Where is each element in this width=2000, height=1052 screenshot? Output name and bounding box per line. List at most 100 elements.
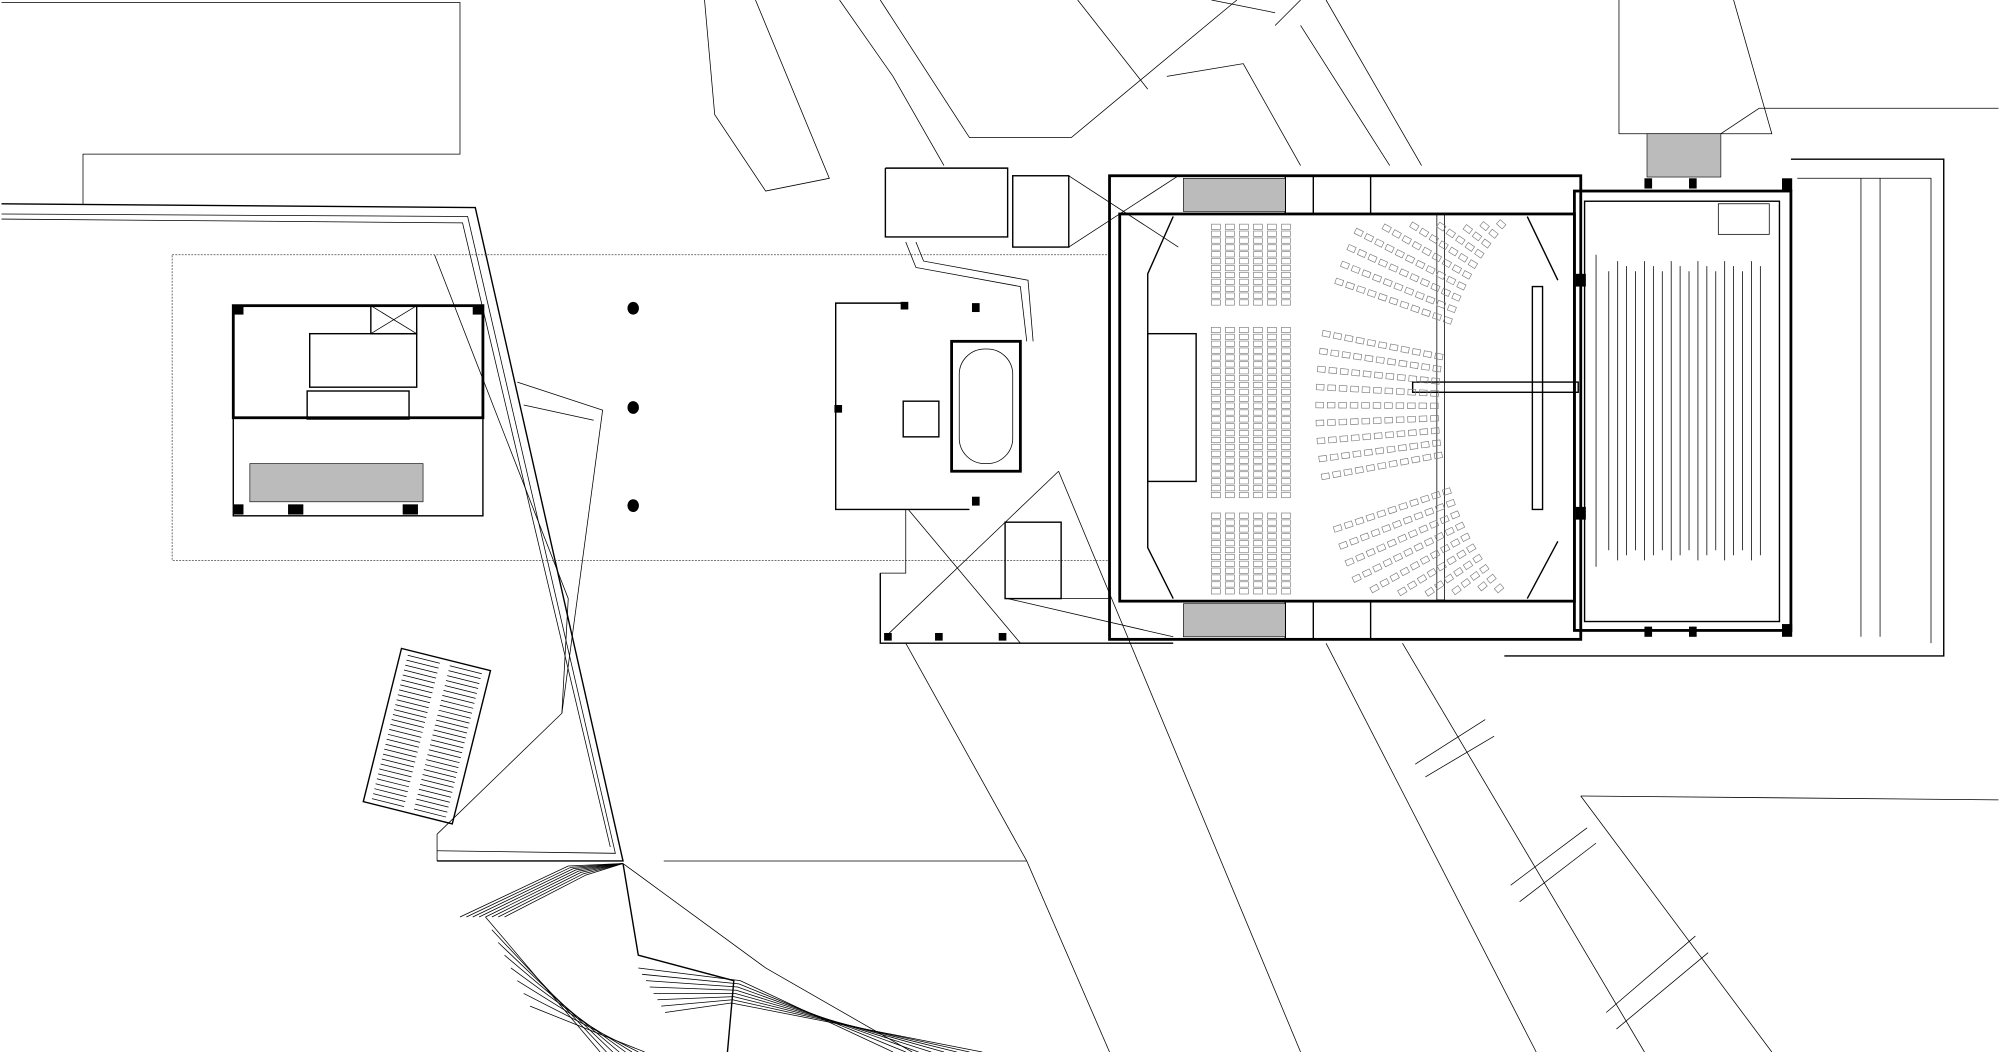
- seat: [1396, 430, 1406, 438]
- fan-line: [504, 863, 624, 918]
- fan-line: [523, 993, 639, 1052]
- seat: [1374, 371, 1383, 379]
- seat: [1267, 285, 1277, 292]
- seat: [1409, 498, 1420, 507]
- seat: [1340, 260, 1350, 270]
- seat: [1420, 441, 1430, 449]
- seat: [1267, 430, 1277, 437]
- seat: [1341, 351, 1351, 359]
- seat: [1396, 374, 1406, 382]
- seat: [1386, 538, 1397, 548]
- seat: [1225, 395, 1235, 402]
- seat: [1267, 560, 1277, 567]
- seat: [1281, 265, 1291, 272]
- escalator-step: [382, 753, 416, 763]
- seat: [1267, 333, 1277, 340]
- seat: [1373, 432, 1383, 440]
- seat: [1239, 388, 1249, 395]
- escalator-step: [428, 749, 461, 759]
- seat: [1332, 332, 1343, 340]
- seat: [1225, 416, 1235, 423]
- seat: [1318, 347, 1329, 356]
- seat: [1253, 574, 1263, 581]
- fan-line: [497, 942, 614, 1052]
- seat: [1211, 519, 1221, 526]
- seat: [1253, 375, 1263, 382]
- seat: [1253, 382, 1263, 389]
- columns: [627, 301, 639, 512]
- seat: [1225, 526, 1235, 533]
- escalator-step: [447, 675, 480, 684]
- seat: [1239, 574, 1249, 581]
- seat: [1432, 312, 1442, 321]
- seat: [1460, 578, 1471, 589]
- seat: [1407, 402, 1416, 409]
- escalator-step: [406, 659, 439, 669]
- seat: [1456, 281, 1467, 291]
- seat: [1387, 505, 1398, 515]
- bottom-stair-fans: [459, 863, 983, 1052]
- seat: [1239, 258, 1249, 265]
- seat: [1419, 555, 1431, 565]
- seat: [1477, 581, 1488, 592]
- seat: [1351, 573, 1362, 583]
- fan-line: [459, 863, 624, 918]
- seat: [1239, 326, 1249, 333]
- seat: [1225, 299, 1235, 306]
- escalator-step: [407, 654, 440, 664]
- fan-line: [649, 986, 932, 1052]
- seat: [1239, 443, 1249, 450]
- seat: [1367, 253, 1378, 263]
- seat: [1418, 524, 1429, 534]
- seat: [1413, 511, 1424, 521]
- seat: [1388, 459, 1398, 468]
- seat: [1253, 464, 1263, 471]
- seat: [1253, 423, 1263, 430]
- seat: [1239, 437, 1249, 444]
- seat: [1239, 450, 1249, 457]
- seat: [1281, 388, 1291, 395]
- escalator-step: [420, 783, 453, 793]
- escalator-step: [395, 704, 428, 714]
- seat: [1239, 588, 1249, 595]
- seat: [1211, 361, 1221, 368]
- seat: [1253, 581, 1263, 588]
- seat: [1253, 471, 1263, 478]
- seat: [1267, 526, 1277, 533]
- seat: [1225, 326, 1235, 333]
- seat: [1425, 265, 1436, 275]
- escalator-step: [431, 739, 464, 749]
- escalator-step: [390, 724, 423, 733]
- seat: [1402, 515, 1413, 525]
- seat: [1211, 265, 1221, 272]
- seat: [1211, 354, 1221, 361]
- seat: [1239, 395, 1249, 402]
- seat: [1338, 385, 1348, 392]
- seat: [1315, 401, 1324, 409]
- seat: [1239, 547, 1249, 554]
- seat: [1418, 389, 1428, 397]
- seat: [1211, 395, 1221, 402]
- seat: [1253, 457, 1263, 464]
- seat: [1455, 235, 1466, 246]
- seat: [1225, 464, 1235, 471]
- seat: [1225, 430, 1235, 437]
- escalator-step: [439, 704, 473, 714]
- seat: [1448, 246, 1459, 257]
- seat: [1356, 285, 1366, 294]
- seat: [1267, 223, 1277, 230]
- seat: [1267, 547, 1277, 554]
- seat: [1349, 402, 1359, 409]
- seat: [1353, 227, 1364, 238]
- escalator-step: [401, 679, 434, 689]
- escalator-step: [417, 793, 450, 803]
- seat: [1239, 471, 1249, 478]
- seat: [1239, 223, 1249, 230]
- seat: [1419, 428, 1429, 436]
- seat: [1211, 416, 1221, 423]
- seat: [1211, 237, 1221, 244]
- seat: [1267, 478, 1277, 485]
- seat: [1211, 375, 1221, 382]
- seat: [1317, 365, 1326, 373]
- seat: [1429, 519, 1440, 529]
